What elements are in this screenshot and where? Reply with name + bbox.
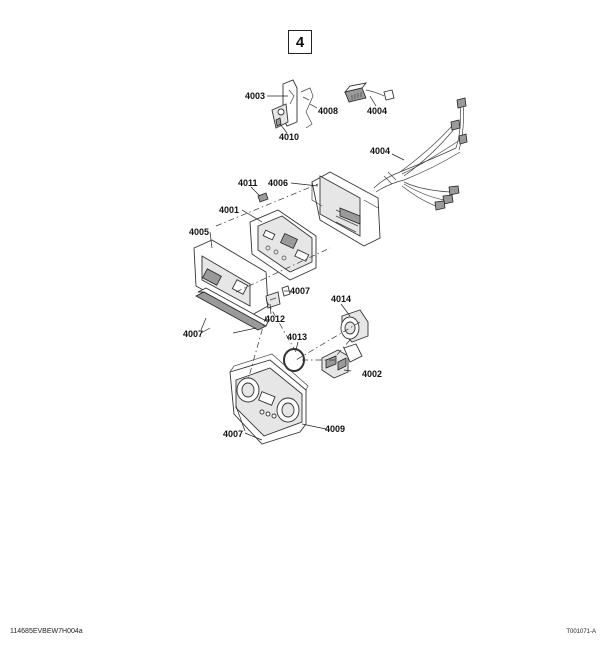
wire-connector-part <box>343 82 395 103</box>
drawing-code: 114685EVBEW7H004a <box>10 628 83 635</box>
switch-block-part <box>321 343 363 379</box>
section-number-box: 4 <box>288 30 312 54</box>
callout-labels: 4003 4008 4010 4004 4004 4011 4006 4001 … <box>183 91 390 439</box>
callout-4001: 4001 <box>219 205 239 215</box>
pin-part <box>257 192 269 203</box>
callout-4011: 4011 <box>238 178 258 188</box>
callout-4004-top: 4004 <box>367 106 387 116</box>
callout-4014: 4014 <box>331 294 351 304</box>
wire-harness-part <box>373 97 468 211</box>
rear-housing-part <box>311 171 381 247</box>
section-number: 4 <box>295 33 305 51</box>
callout-4010: 4010 <box>279 132 299 142</box>
callout-4012: 4012 <box>265 314 285 324</box>
bracket-strip-part <box>195 287 269 331</box>
callout-4009: 4009 <box>325 424 345 434</box>
microswitch-part <box>265 291 281 309</box>
callout-4007-panel: 4007 <box>223 429 243 439</box>
screw-part <box>275 117 282 127</box>
console-panel-part <box>229 353 309 445</box>
callout-4003: 4003 <box>245 91 265 101</box>
callout-4004-harness: 4004 <box>370 146 390 156</box>
callout-4002: 4002 <box>362 369 382 379</box>
spring-clip-part <box>300 87 314 129</box>
callout-4007-strip: 4007 <box>183 329 203 339</box>
knob-part <box>340 309 369 343</box>
callout-4005: 4005 <box>189 227 209 237</box>
leader-lines <box>200 95 405 441</box>
figure-id: T001071-A <box>566 629 596 635</box>
callout-4006: 4006 <box>268 178 288 188</box>
callout-4007-upper: 4007 <box>290 286 310 296</box>
callout-4008: 4008 <box>318 106 338 116</box>
callout-4013: 4013 <box>287 332 307 342</box>
assembly-lines <box>215 183 361 381</box>
